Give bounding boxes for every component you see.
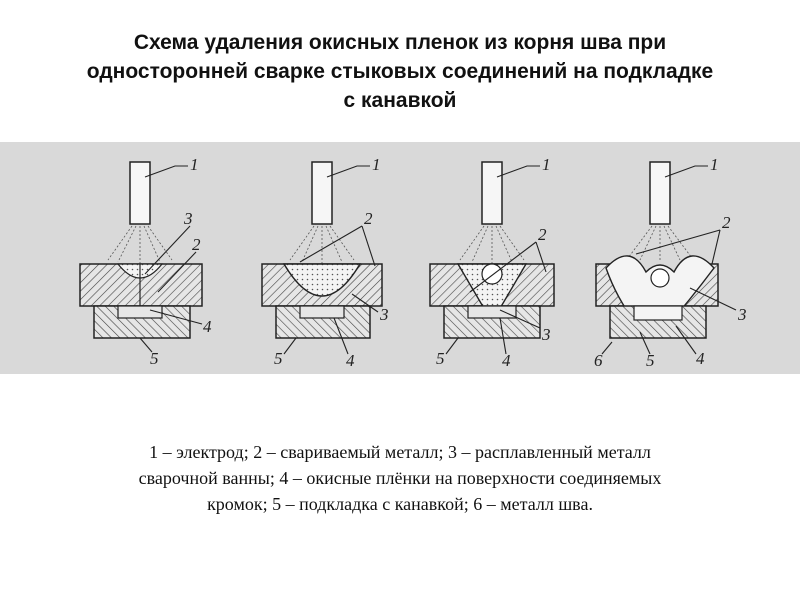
label-2: 2 [364,209,373,228]
page-title: Схема удаления окисных пленок из корня ш… [40,28,760,115]
label-2: 2 [538,225,547,244]
electrode [649,161,671,225]
label-6: 6 [594,351,603,370]
title-line-1: Схема удаления окисных пленок из корня ш… [133,31,667,54]
panel-3-labels: 1 2 3 5 4 [436,155,551,370]
panel-1-labels: 1 3 2 4 5 [150,155,212,368]
label-1: 1 [710,155,719,174]
welding-diagram: 1 3 2 4 5 1 2 3 5 4 1 2 3 5 4 1 2 3 6 5 … [0,142,800,374]
label-4: 4 [696,349,705,368]
label-3: 3 [183,209,193,228]
label-1: 1 [542,155,551,174]
label-4: 4 [346,351,355,370]
arc-spray [107,225,173,264]
panel-4-labels: 1 2 3 6 5 4 [594,155,747,370]
panel-3 [429,161,555,355]
label-4: 4 [203,317,212,336]
diagram-svg: 1 3 2 4 5 1 2 3 5 4 1 2 3 5 4 1 2 3 6 5 … [79,155,747,370]
figure-caption: 1 – электрод; 2 – свариваемый металл; 3 … [60,439,740,517]
label-2: 2 [192,235,201,254]
label-5: 5 [274,349,283,368]
title-line-3: с канавкой [343,89,457,112]
title-line-2: односторонней сварке стыковых соединений… [86,60,714,83]
electrode [481,161,503,225]
panel-4 [595,161,737,355]
panel-1 [79,161,203,353]
label-5: 5 [646,351,655,370]
backing-groove [117,305,163,319]
panel-2-labels: 1 2 3 5 4 [274,155,389,370]
label-1: 1 [190,155,199,174]
caption-line-2: сварочной ванны; 4 – окисные плёнки на п… [138,468,662,488]
label-5: 5 [436,349,445,368]
weld-pool [282,263,362,297]
label-5: 5 [150,349,159,368]
electrode [311,161,333,225]
panel-2 [261,161,383,355]
label-2: 2 [722,213,731,232]
caption-line-1: 1 – электрод; 2 – свариваемый металл; 3 … [149,442,651,462]
label-3: 3 [541,325,551,344]
label-1: 1 [372,155,381,174]
label-4: 4 [502,351,511,370]
electrode [129,161,151,225]
label-3: 3 [379,305,389,324]
label-3: 3 [737,305,747,324]
caption-line-3: кромок; 5 – подкладка с канавкой; 6 – ме… [207,494,593,514]
